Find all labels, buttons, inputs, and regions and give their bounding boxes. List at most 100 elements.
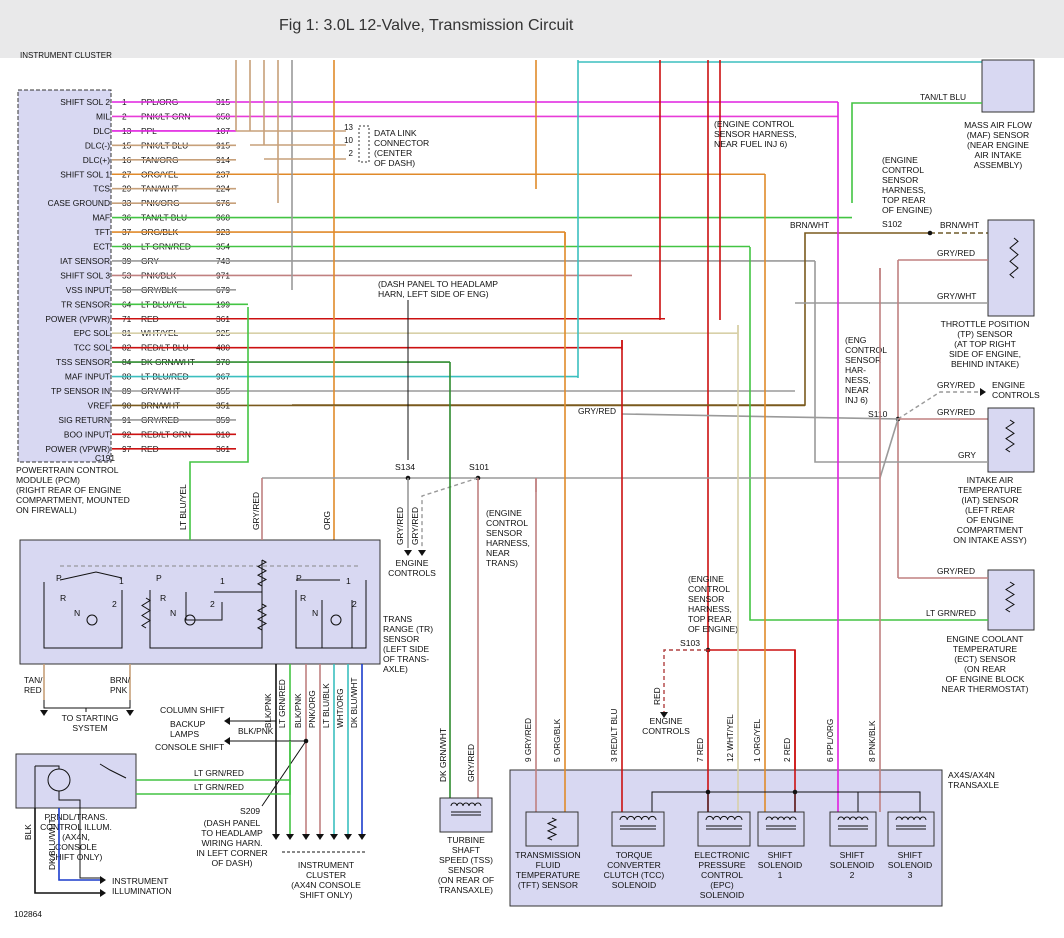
- splice-note-s103: OF ENGINE): [688, 624, 738, 634]
- splice-s103: S103: [680, 638, 700, 648]
- transaxle-component-label: CLUTCH (TCC): [604, 870, 665, 880]
- iat-label: OF ENGINE: [966, 515, 1014, 525]
- transaxle-component-label: 3: [908, 870, 913, 880]
- arrow-icon: [302, 834, 310, 840]
- transaxle-component-label: SOLENOID: [700, 890, 744, 900]
- prndl-label: CONSOLE: [55, 842, 97, 852]
- transaxle-component-label: PRESSURE: [698, 860, 746, 870]
- wire-label: GRY/RED: [410, 507, 420, 545]
- ect-label: TEMPERATURE: [953, 644, 1018, 654]
- ect-label: (ON REAR: [964, 664, 1006, 674]
- pcm-pin-label: MAF INPUT: [65, 372, 110, 382]
- dlc-pin-number: 13: [344, 123, 353, 132]
- tr-position: 1: [220, 576, 225, 586]
- pcm-pin-label: POWER (VPWR): [45, 444, 110, 454]
- transaxle-component-label: SOLENOID: [758, 860, 802, 870]
- ect-label: ENGINE COOLANT: [947, 634, 1025, 644]
- wire: [897, 391, 980, 420]
- splice-note-s110: NESS,: [845, 375, 871, 385]
- tr-label: RANGE (TR): [383, 624, 433, 634]
- wire-label: WHT/ORG: [336, 688, 345, 728]
- solenoid-coil-icon: [705, 815, 743, 830]
- transaxle-label: TRANSAXLE: [948, 780, 999, 790]
- arrow-icon: [224, 717, 230, 725]
- tr-position: 2: [210, 599, 215, 609]
- arrow-icon: [980, 388, 986, 396]
- pcm-pin-label: TP SENSOR IN: [51, 386, 110, 396]
- tr-label: (LEFT SIDE: [383, 644, 429, 654]
- tr-position: 2: [112, 599, 117, 609]
- splice-note-s110: NEAR: [845, 385, 869, 395]
- tr-position: R: [300, 593, 306, 603]
- solenoid-coil-icon: [837, 816, 869, 830]
- wire: [58, 808, 100, 881]
- splice-dot: [792, 789, 798, 795]
- splice-note-s102: TOP REAR: [882, 195, 926, 205]
- transaxle-component-label: SHIFT: [768, 850, 794, 860]
- transaxle-bus: [651, 791, 921, 812]
- tr-position: P: [56, 573, 62, 583]
- arrow-icon: [404, 550, 412, 556]
- pcm-box: [17, 89, 112, 463]
- transaxle-component-label: SOLENOID: [888, 860, 932, 870]
- tss-label: TURBINE: [447, 835, 485, 845]
- transaxle-component-label: FLUID: [536, 860, 561, 870]
- engine-controls-label: CONTROLS: [388, 568, 436, 578]
- dlc-connector: [358, 125, 370, 163]
- maf-wire-label: TAN/LT BLU: [920, 92, 966, 102]
- wire-label: BRN/WHT: [790, 220, 829, 230]
- pcm-pin-label: SHIFT SOL 2: [60, 97, 110, 107]
- engine-harness-note: NEAR FUEL INJ 6): [714, 139, 787, 149]
- transaxle-component-label: SHIFT: [840, 850, 866, 860]
- transaxle-component-label: (TFT) SENSOR: [518, 880, 578, 890]
- tss-sensor-box: [439, 797, 493, 833]
- splice-note-s101: (ENGINE: [486, 508, 522, 518]
- transaxle-component-label: (EPC): [710, 880, 734, 890]
- pcm-pin-label: TCC SOL: [74, 343, 111, 353]
- splice-note-s209: WIRING HARN.: [201, 838, 262, 848]
- wire-label: GRY/RED: [937, 407, 975, 417]
- pcm-pin-label: VSS INPUT: [66, 285, 110, 295]
- tr-label: SENSOR: [383, 634, 419, 644]
- tr-sensor-box: [19, 539, 381, 665]
- pcm-pin-label: MIL: [96, 111, 110, 121]
- dlc-label: DATA LINK: [374, 128, 417, 138]
- wire-label: BRN/WHT: [940, 220, 979, 230]
- pcm-pin-label: SHIFT SOL 3: [60, 270, 110, 280]
- instrument-illumination-label: ILLUMINATION: [112, 886, 172, 896]
- tr-position: P: [296, 573, 302, 583]
- tp-resistor-icon: [1009, 237, 1019, 279]
- wire-label: DK GRN/WHT: [438, 728, 448, 782]
- instrument-cluster-heading: INSTRUMENT CLUSTER: [20, 51, 112, 60]
- dlc-label: CONNECTOR: [374, 138, 429, 148]
- transaxle-label: AX4S/AX4N: [948, 770, 995, 780]
- wire-label: GRY/RED: [466, 744, 476, 782]
- switch-icon: [99, 763, 127, 779]
- splice-note-s103: TOP REAR: [688, 614, 732, 624]
- wire-label: DK BLU/WHT: [47, 818, 57, 870]
- wire: [34, 808, 100, 894]
- pcm-caption: POWERTRAIN CONTROL: [16, 465, 119, 475]
- gry-wire: [814, 261, 988, 463]
- wire-label: BRN/: [110, 675, 131, 685]
- arrow-icon: [224, 737, 230, 745]
- solenoid-coil-icon: [619, 815, 657, 830]
- pcm-caption: (RIGHT REAR OF ENGINE: [16, 485, 122, 495]
- brn-wht-wire: [292, 232, 930, 406]
- tr-position: P: [156, 573, 162, 583]
- tss-label: SENSOR: [448, 865, 484, 875]
- figure-number: 102864: [14, 909, 42, 919]
- tr-label: TRANS: [383, 614, 412, 624]
- prndl-label: (AX4N,: [62, 832, 90, 842]
- arrow-icon: [316, 834, 324, 840]
- pcm-caption: ON FIREWALL): [16, 505, 77, 515]
- instrument-cluster-label: SHIFT ONLY): [300, 890, 353, 900]
- maf-sensor-box: [981, 59, 1035, 113]
- splice-note-s102: HARNESS,: [882, 185, 926, 195]
- splice-note-s110: HAR-: [845, 365, 866, 375]
- transaxle-pin-label: 1 ORG/YEL: [753, 718, 762, 762]
- engine-controls-label: CONTROLS: [642, 726, 690, 736]
- transaxle-pin-label: 6 PPL/ORG: [826, 719, 835, 762]
- tp-label: THROTTLE POSITION: [941, 319, 1030, 329]
- pcm-pin-label: POWER (VPWR): [45, 314, 110, 324]
